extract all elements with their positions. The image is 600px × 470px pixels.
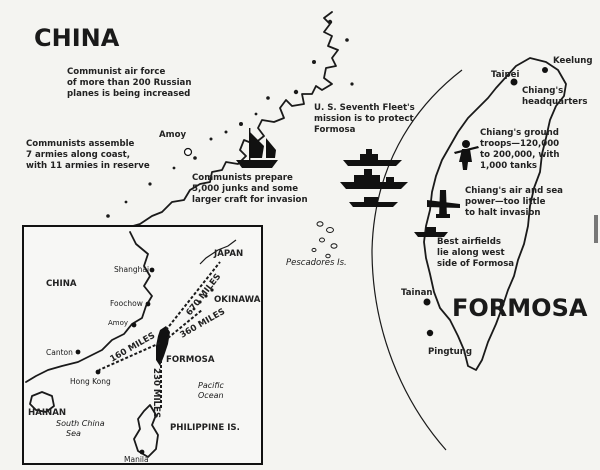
inset-okinawa-label: OKINAWA [214,295,261,305]
inset-shanghai-marker [149,267,155,273]
distance-philippines: 230 MILES [151,368,161,418]
annotation-armies: Communists assemble 7 armies along coast… [26,139,150,171]
pingtung-label: Pingtung [428,347,472,357]
japan-islands [199,239,237,265]
pingtung-marker [426,329,434,337]
inset-pacific-label: Pacific Ocean [198,381,226,400]
inset-canton-label: Canton [46,348,73,357]
inset-philippine-label: PHILIPPINE IS. [170,423,240,433]
inset-formosa-label: FORMOSA [166,355,215,365]
keelung-marker [542,67,548,73]
warship-icon-3 [349,197,398,207]
annotation-ground-troops: Chiang's ground troops—120,000 to 200,00… [480,128,563,171]
inset-shanghai-label: Shanghai [114,265,149,274]
warship-icon-2 [340,169,408,189]
annotation-air-force: Communist air force of more than 200 Rus… [67,67,194,99]
hainan-island [29,391,55,413]
okinawa-islands [192,288,214,311]
tainan-label: Tainan [401,288,433,298]
route-to-hong-kong [98,342,161,371]
fleet-defense-arc [371,69,463,451]
inset-formosa [156,326,170,366]
inset-foochow-marker [145,301,151,307]
inset-south-china-sea-label: South China Sea [56,419,107,438]
keelung-label: Keelung [553,56,593,66]
inset-hong-kong-label: Hong Kong [70,377,111,386]
inset-frame [22,225,263,465]
inset-hong-kong-marker [95,369,101,375]
main-map: CHINA FORMOSA Amoy Taipei Keelung Tainan… [26,11,593,451]
pescadores-islands [311,221,338,259]
soldier-icon [454,140,479,170]
inset-canton-marker [75,349,81,355]
annotation-airfields: Best airfields lie along west side of Fo… [437,237,514,269]
amoy-label: Amoy [159,130,187,140]
junk-boat-icon [236,128,278,168]
inset-hainan-label: HAINAN [28,408,66,418]
coastal-islands [106,19,354,218]
inset-amoy-label: Amoy [108,319,128,327]
pescadores-label: Pescadores Is. [286,258,347,268]
annotation-junks: Communists prepare 5,000 junks and some … [192,173,308,205]
inset-japan-label: JAPAN [213,249,243,259]
annotation-chiang-hq: Chiang's headquarters [522,86,588,107]
fighter-plane-icon [427,190,460,218]
gunboat-icon [414,227,448,237]
annotation-air-sea-power: Chiang's air and sea power—too little to… [465,186,566,218]
inset-manila-label: Manila [124,455,149,464]
route-to-japan [165,261,221,331]
taipei-marker [510,78,518,86]
china-label: CHINA [34,24,120,52]
tainan-marker [423,298,431,306]
taipei-label: Taipei [491,70,519,80]
route-to-okinawa [167,309,203,339]
formosa-label: FORMOSA [452,294,588,322]
warship-icon-1 [343,149,402,166]
formosa-island [423,57,567,371]
inset-map: CHINA JAPAN OKINAWA FORMOSA HAINAN PHILI… [22,225,263,465]
china-coastline [37,11,339,265]
inset-china-label: CHINA [46,279,77,289]
amoy-marker [183,147,193,157]
inset-amoy-marker [131,322,137,328]
inset-foochow-label: Foochow [110,299,143,308]
scroll-indicator[interactable] [594,215,598,243]
annotation-seventh-fleet: U. S. Seventh Fleet's mission is to prot… [314,103,418,135]
inset-manila-marker [139,449,145,455]
